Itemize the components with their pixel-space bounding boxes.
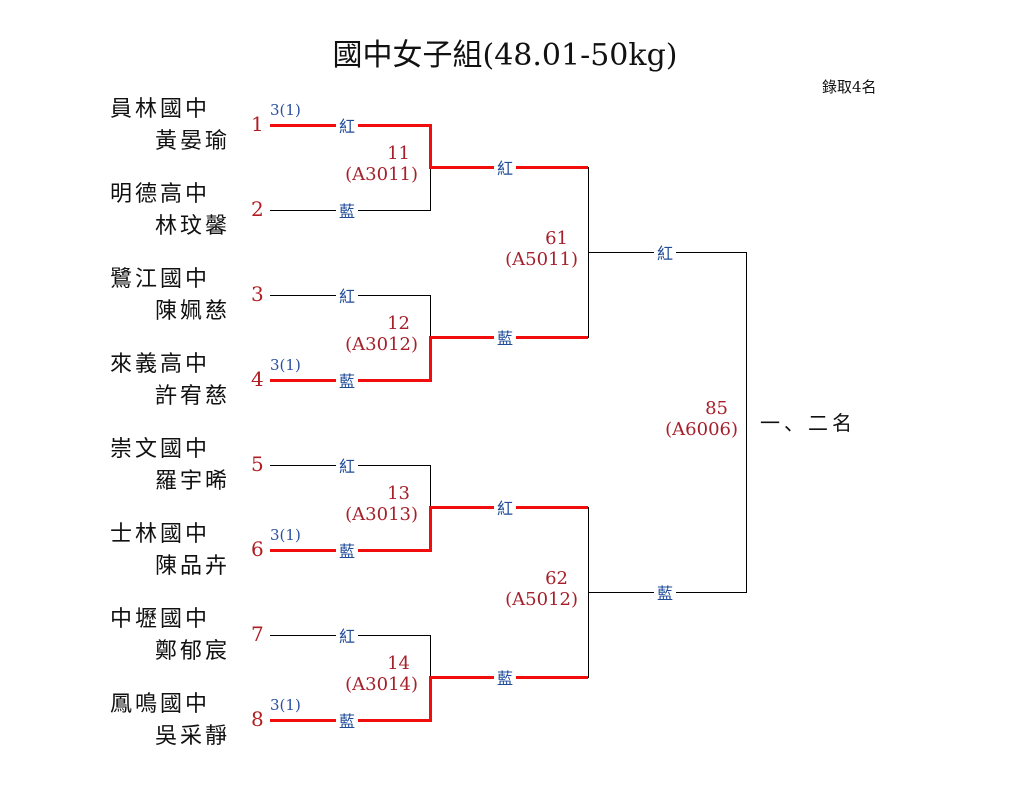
bracket-line [429,336,432,382]
score-label: 3(1) [270,101,301,119]
bracket-line [746,252,747,593]
seed-number: 3 [251,282,264,306]
seed-number: 2 [251,197,264,221]
school-name: 鳳鳴國中 [110,692,211,717]
school-name: 明德高中 [110,182,211,207]
placement-label: 一、二名 [760,411,856,435]
match-number: 62 [545,568,568,589]
bracket-line [430,295,431,337]
bracket-line [429,676,432,722]
seed-number: 5 [251,452,264,476]
corner-label: 藍 [336,708,359,732]
school-name: 來義高中 [110,352,211,377]
corner-label: 紅 [494,495,517,519]
seed-number: 4 [251,367,264,391]
page-title: 國中女子組(48.01-50kg) [332,38,678,73]
corner-label: 藍 [336,538,359,562]
corner-label: 藍 [494,325,517,349]
score-label: 3(1) [270,696,301,714]
match-code: (A3014) [345,674,418,695]
school-name: 中壢國中 [110,607,211,632]
athlete-name: 陳品卉 [155,554,231,579]
match-number: 61 [545,228,568,249]
match-number: 12 [387,313,410,334]
bracket-line [430,167,431,211]
quota-label: 錄取4名 [822,78,877,96]
corner-label: 藍 [336,368,359,392]
match-code: (A3011) [345,164,418,185]
match-code: (A5011) [505,249,578,270]
corner-label: 藍 [336,198,359,222]
match-number: 14 [387,653,410,674]
bracket-line [430,635,431,677]
seed-number: 8 [251,707,264,731]
score-label: 3(1) [270,526,301,544]
seed-number: 1 [251,112,264,136]
athlete-name: 許宥慈 [155,384,231,409]
athlete-name: 羅宇晞 [155,469,231,494]
match-number: 11 [387,143,410,164]
school-name: 士林國中 [110,522,211,547]
school-name: 崇文國中 [110,437,211,462]
match-code: (A3012) [345,334,418,355]
match-number: 13 [387,483,410,504]
athlete-name: 林玟馨 [155,214,231,239]
bracket-line [429,506,432,552]
athlete-name: 鄭郁宸 [155,639,231,664]
score-label: 3(1) [270,356,301,374]
match-code: (A3013) [345,504,418,525]
corner-label: 紅 [654,240,677,264]
school-name: 員林國中 [110,97,211,122]
athlete-name: 黃晏瑜 [155,129,231,154]
seed-number: 7 [251,622,264,646]
bracket-line [429,124,432,169]
corner-label: 紅 [336,283,359,307]
corner-label: 紅 [336,623,359,647]
bracket-line [430,465,431,507]
corner-label: 紅 [494,155,517,179]
seed-number: 6 [251,537,264,561]
match-number: 85 [705,398,728,419]
school-name: 鷺江國中 [110,267,211,292]
corner-label: 藍 [654,580,677,604]
match-code: (A6006) [665,419,738,440]
corner-label: 藍 [494,665,517,689]
athlete-name: 陳姵慈 [155,299,231,324]
match-code: (A5012) [505,589,578,610]
corner-label: 紅 [336,453,359,477]
athlete-name: 吳采靜 [155,724,231,749]
corner-label: 紅 [336,113,359,137]
